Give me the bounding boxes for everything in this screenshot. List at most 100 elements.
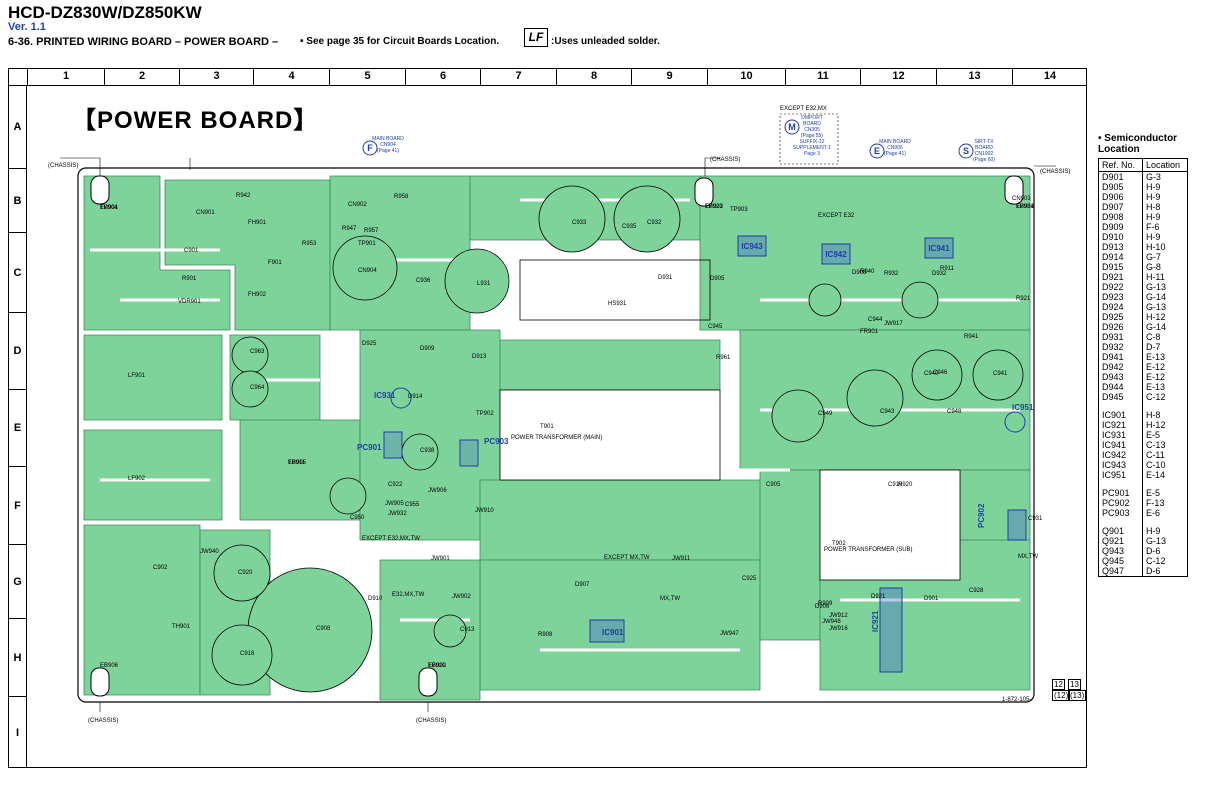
column-label-4: 4 <box>253 68 329 85</box>
part-label-c908: C908 <box>316 626 331 632</box>
row-label-G: G <box>8 544 27 618</box>
connector-note-E: CN906 <box>887 145 903 151</box>
part-label-d910: D910 <box>368 596 383 602</box>
t902-desc: POWER TRANSFORMER (SUB) <box>824 547 913 553</box>
location: C-10 <box>1145 460 1166 470</box>
part-label-r957: R957 <box>364 228 379 234</box>
part-label-r958: R958 <box>394 194 409 200</box>
location: E-13 <box>1145 382 1165 392</box>
part-label-jw940: JW940 <box>200 549 219 555</box>
column-label-10: 10 <box>707 68 785 85</box>
ic-label-ic931: IC931 <box>374 391 396 400</box>
ic-label-ic942: IC942 <box>825 250 847 259</box>
page-ref-13: 13 <box>1068 679 1081 690</box>
version-label: Ver. 1.1 <box>8 21 46 33</box>
ref-no: D941 <box>1098 352 1143 362</box>
transformer-t901 <box>499 389 721 481</box>
connector-note-S: BOARD <box>975 145 993 151</box>
row-label-A: A <box>8 85 27 168</box>
part-label-jw948: JW948 <box>822 619 841 625</box>
part-label-jw905: JW905 <box>385 501 404 507</box>
ic-label-ic951: IC951 <box>1012 403 1034 412</box>
chassis-label-4: (CHASSIS) <box>416 718 446 724</box>
mounting-holes <box>90 175 1024 697</box>
ic-label-pc901: PC901 <box>357 443 382 452</box>
ref-no: IC941 <box>1098 440 1143 450</box>
row-label-F: F <box>8 466 27 544</box>
ref-no: Q945 <box>1098 556 1143 566</box>
part-label-c932: C932 <box>647 220 662 226</box>
part-label-c950: C950 <box>350 515 365 521</box>
part-label-jw902: JW902 <box>452 594 471 600</box>
part-label-c936: C936 <box>416 278 431 284</box>
ref-no: IC951 <box>1098 470 1143 480</box>
part-label-jw932: JW932 <box>388 511 407 517</box>
ref-no: D915 <box>1098 262 1143 272</box>
except-e32-label: EXCEPT E32 <box>818 213 855 219</box>
chassis-label-1: (CHASSIS) <box>710 157 740 163</box>
chassis-label-2: (CHASSIS) <box>1040 169 1070 175</box>
location: G-13 <box>1145 536 1166 546</box>
ref-no: PC902 <box>1098 498 1143 508</box>
t902-label: T902 <box>832 541 846 547</box>
part-label-c941: C941 <box>993 371 1008 377</box>
row-label-H: H <box>8 618 27 696</box>
part-label-r940: R940 <box>860 269 875 275</box>
ref-no: IC943 <box>1098 460 1143 470</box>
connector-note-M: DMPORT <box>801 115 823 121</box>
part-label-c948: C948 <box>947 409 962 415</box>
part-label-r942: R942 <box>236 193 251 199</box>
table-gap <box>1098 402 1188 410</box>
part-label-r921: R921 <box>1016 296 1031 302</box>
part-label-d907: D907 <box>575 582 590 588</box>
connector-note-M: SUPPLEMENT-1 <box>793 145 831 151</box>
ref-no: D944 <box>1098 382 1143 392</box>
part-label-c925: C925 <box>742 576 757 582</box>
part-label-cn902: CN902 <box>348 202 367 208</box>
col-ref: Ref. No. <box>1098 158 1143 172</box>
location: H-9 <box>1145 192 1161 202</box>
connector-markers <box>362 113 974 165</box>
location: C-13 <box>1145 440 1166 450</box>
part-label-c928: C928 <box>969 588 984 594</box>
connector-note-S: CN1902 <box>975 151 994 157</box>
ref-no: D909 <box>1098 222 1143 232</box>
drawing-frame <box>8 68 1087 768</box>
part-label-tp921: TP921 <box>705 204 723 210</box>
row-ruler <box>8 85 27 768</box>
part-label-fh902: FH902 <box>248 292 267 298</box>
row-label-E: E <box>8 389 27 466</box>
part-label-r941: R941 <box>964 334 979 340</box>
connector-note-S: SIRT-TX <box>974 139 994 145</box>
ic-label-ic901: IC901 <box>602 628 624 637</box>
row-label-I: I <box>8 696 27 768</box>
unleaded-solder-note: :Uses unleaded solder. <box>551 36 660 47</box>
location: E-5 <box>1145 430 1160 440</box>
column-label-11: 11 <box>785 68 860 85</box>
copper-areas <box>83 175 1031 701</box>
part-label-d913: D913 <box>472 354 487 360</box>
part-label-c910: C910 <box>888 482 903 488</box>
semiconductor-location: • Semiconductor Location Ref. No. Locati… <box>1098 133 1218 577</box>
location: C-12 <box>1145 392 1166 402</box>
location: H-9 <box>1145 526 1161 536</box>
part-label-tp902: TP902 <box>476 411 494 417</box>
part-label-fr901: FR901 <box>860 329 879 335</box>
part-label-c946: C946 <box>933 370 948 376</box>
part-label-d909: D909 <box>420 346 435 352</box>
part-label-r911: R911 <box>940 266 955 272</box>
part-label-r947: R947 <box>342 226 357 232</box>
